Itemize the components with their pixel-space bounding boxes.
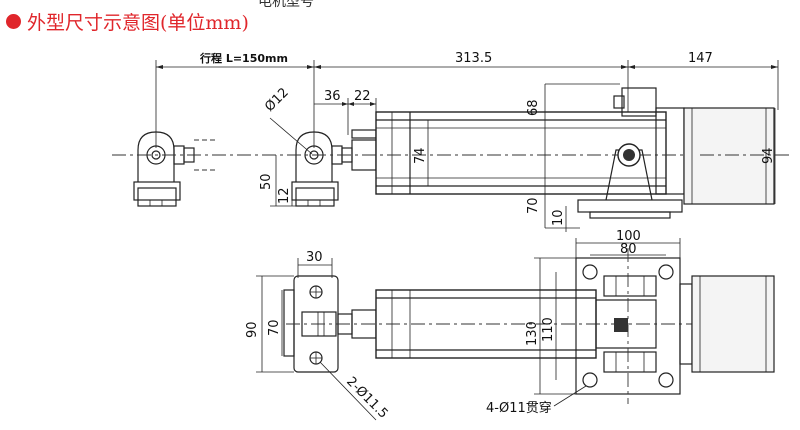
- rear-mount-bracket: [577, 143, 683, 219]
- diagram-title: 外型尺寸示意图(单位mm): [6, 8, 249, 35]
- diagram-title-text: 外型尺寸示意图(单位mm): [27, 12, 249, 34]
- dim-80: 80: [620, 242, 637, 257]
- dim-90: 90: [245, 321, 260, 338]
- bullet-icon: [6, 14, 21, 29]
- dim-110: 110: [541, 317, 556, 342]
- dim-70-side: 70: [526, 197, 541, 214]
- top-dimension-line: [155, 60, 779, 150]
- dim-2-phi11-5: 2-Ø11.5: [343, 374, 390, 421]
- dim-10: 10: [551, 209, 566, 226]
- motor-top: [679, 275, 775, 373]
- dim-94: 94: [761, 147, 776, 164]
- dim-phi12: Ø12: [262, 85, 292, 115]
- rod-nut: [351, 129, 377, 139]
- dim-50: 50: [259, 173, 274, 190]
- dim-22: 22: [354, 89, 371, 104]
- dim-30: 30: [306, 250, 323, 265]
- hole-leader: [319, 361, 377, 421]
- callout-leader: [553, 385, 587, 407]
- dim-12: 12: [277, 187, 292, 204]
- dim-68: 68: [526, 99, 541, 116]
- dim-147: 147: [688, 51, 713, 66]
- stroke-label: 行程 L=150mm: [199, 51, 288, 65]
- cropped-heading: 电机型号: [258, 0, 314, 10]
- dim-36: 36: [324, 89, 341, 104]
- dim-313-5: 313.5: [455, 51, 492, 66]
- dim-36-22-lines: [314, 98, 377, 135]
- dim-130: 130: [525, 321, 540, 346]
- extended-clevis: [291, 131, 353, 207]
- motor-side: [683, 107, 790, 205]
- dim-74: 74: [413, 147, 428, 164]
- retracted-clevis: [133, 131, 218, 207]
- dim-100: 100: [616, 229, 641, 244]
- holes-callout: 4-Ø11贯穿: [486, 400, 552, 416]
- phi12-leader: [269, 117, 313, 155]
- dim-70-top: 70: [267, 319, 282, 336]
